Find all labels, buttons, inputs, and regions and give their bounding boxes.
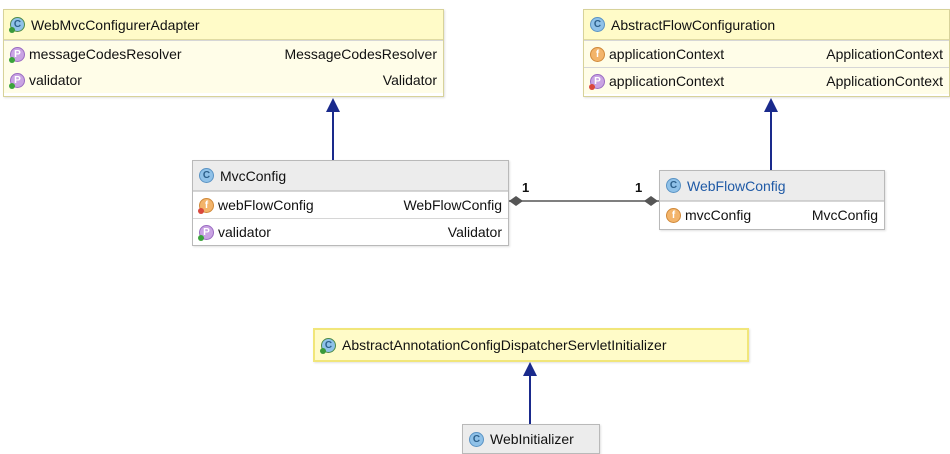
field-name: mvcConfig — [685, 207, 752, 223]
member-name: messageCodesResolver — [29, 46, 182, 62]
field-section: f mvcConfig MvcConfig — [660, 201, 884, 228]
property-type: Validator — [447, 224, 502, 240]
class-icon: C — [666, 178, 681, 193]
multiplicity-left: 1 — [522, 180, 530, 195]
class-box-webmvcconfigureradapter[interactable]: C WebMvcConfigurerAdapter P messageCodes… — [3, 9, 444, 97]
property-name: validator — [218, 224, 271, 240]
class-name: WebFlowConfig — [687, 177, 786, 194]
field-row[interactable]: f mvcConfig MvcConfig — [660, 202, 884, 228]
abstract-class-icon: C — [320, 337, 336, 354]
property-icon: P — [198, 224, 214, 241]
field-section: f applicationContext ApplicationContext — [584, 40, 949, 67]
class-box-webinitializer[interactable]: C WebInitializer — [462, 424, 600, 454]
class-header: C WebInitializer — [463, 425, 599, 453]
class-header: C WebFlowConfig — [660, 171, 884, 201]
field-type: WebFlowConfig — [403, 197, 502, 213]
class-name: AbstractAnnotationConfigDispatcherServle… — [342, 337, 667, 353]
property-icon: P — [589, 73, 605, 90]
class-header: C AbstractAnnotationConfigDispatcherServ… — [315, 330, 747, 360]
class-icon: C — [199, 168, 214, 183]
field-name: applicationContext — [609, 46, 725, 62]
composition-diamond-left — [509, 196, 523, 206]
field-row[interactable]: f webFlowConfig WebFlowConfig — [193, 192, 508, 218]
field-section: f webFlowConfig WebFlowConfig — [193, 191, 508, 218]
composition-diamond-right — [644, 196, 658, 206]
arrowhead-webinitializer — [523, 362, 537, 376]
class-icon: C — [590, 17, 605, 32]
field-name: webFlowConfig — [218, 197, 314, 213]
multiplicity-right: 1 — [635, 180, 643, 195]
field-row[interactable]: f applicationContext ApplicationContext — [584, 41, 949, 67]
member-row[interactable]: P validator Validator — [4, 67, 443, 93]
class-name: MvcConfig — [220, 167, 287, 184]
member-type: Validator — [382, 72, 437, 88]
property-icon: P — [9, 46, 25, 63]
field-icon: f — [198, 197, 214, 214]
class-name: WebInitializer — [490, 431, 574, 447]
member-name: validator — [29, 72, 82, 88]
property-name: applicationContext — [609, 73, 725, 89]
field-type: MvcConfig — [811, 207, 878, 223]
class-box-webflowconfig[interactable]: C WebFlowConfig f mvcConfig MvcConfig — [659, 170, 885, 230]
member-type: MessageCodesResolver — [284, 46, 437, 62]
class-header: C AbstractFlowConfiguration — [584, 10, 949, 40]
class-header: C MvcConfig — [193, 161, 508, 191]
property-section: P applicationContext ApplicationContext — [584, 67, 949, 94]
property-row[interactable]: P validator Validator — [193, 219, 508, 245]
arrowhead-webflowconfig — [764, 98, 778, 112]
property-type: ApplicationContext — [826, 73, 943, 89]
class-icon: C — [469, 431, 484, 447]
property-icon: P — [9, 72, 25, 89]
property-section: P validator Validator — [193, 218, 508, 245]
class-box-mvcconfig[interactable]: C MvcConfig f webFlowConfig WebFlowConfi… — [192, 160, 509, 246]
class-header: C WebMvcConfigurerAdapter — [4, 10, 443, 40]
field-type: ApplicationContext — [826, 46, 943, 62]
class-name: WebMvcConfigurerAdapter — [31, 16, 200, 33]
class-box-abstractflowconfiguration[interactable]: C AbstractFlowConfiguration f applicatio… — [583, 9, 950, 97]
member-section: P messageCodesResolver MessageCodesResol… — [4, 40, 443, 93]
field-icon: f — [666, 207, 681, 223]
field-icon: f — [590, 46, 605, 62]
class-box-abstractannotationconfigdispatcherservletinitializer[interactable]: C AbstractAnnotationConfigDispatcherServ… — [313, 328, 749, 362]
class-name: AbstractFlowConfiguration — [611, 16, 776, 33]
member-row[interactable]: P messageCodesResolver MessageCodesResol… — [4, 41, 443, 67]
property-row[interactable]: P applicationContext ApplicationContext — [584, 68, 949, 94]
abstract-class-icon: C — [9, 17, 25, 33]
arrowhead-mvcconfig — [326, 98, 340, 112]
